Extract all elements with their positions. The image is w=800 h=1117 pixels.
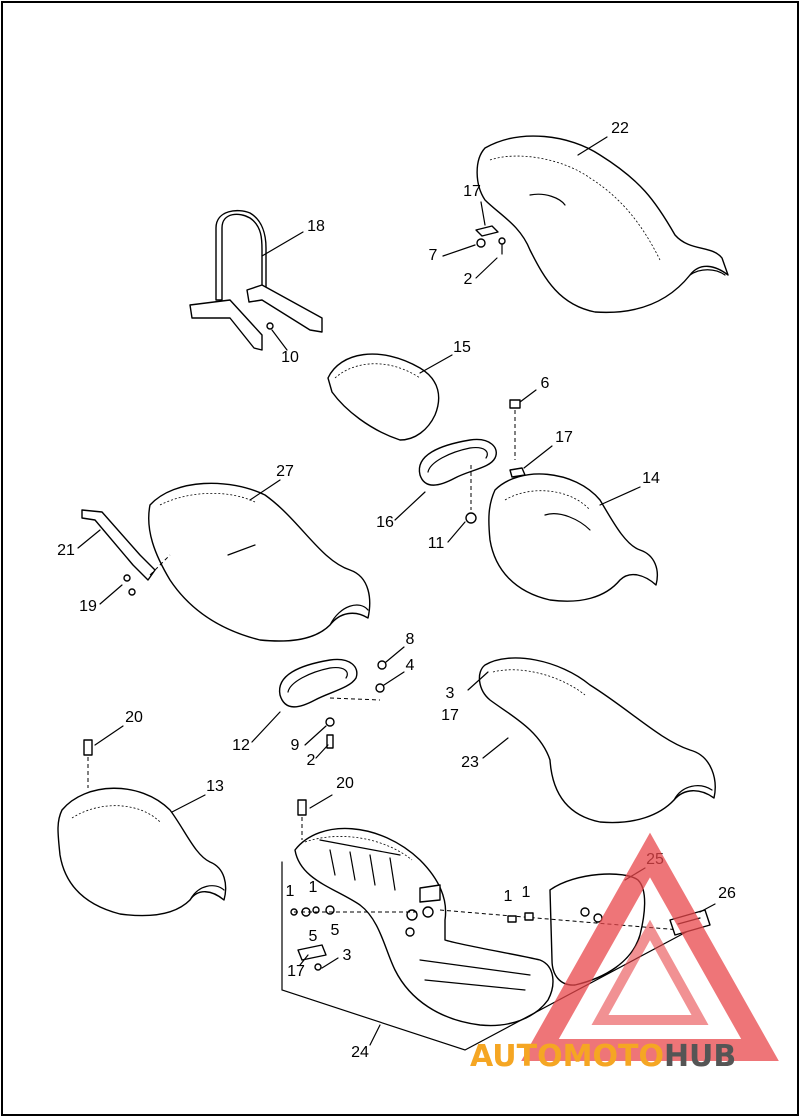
screw-20-center — [297, 799, 307, 816]
callout-20: 20 — [336, 775, 354, 792]
logo-text-hub: HUB — [664, 1039, 736, 1074]
solo-seat-14 — [488, 473, 658, 602]
callout-7: 7 — [429, 247, 438, 264]
fastener-6 — [509, 399, 521, 460]
seat-24 — [294, 827, 554, 1027]
svg-text:AUTOMOTOHUB: AUTOMOTOHUB — [470, 1039, 736, 1074]
bracket-21 — [81, 509, 156, 596]
callout-6: 6 — [541, 375, 550, 392]
callout-9: 9 — [291, 737, 300, 754]
nut-11 — [465, 512, 477, 524]
callout-2: 2 — [307, 752, 316, 769]
callout-1: 1 — [522, 884, 531, 901]
callout-12: 12 — [232, 737, 250, 754]
logo-triangle-outer — [521, 832, 779, 1061]
seat-27 — [148, 482, 371, 642]
screw-2 — [326, 734, 334, 749]
backrest-upright-18 — [189, 210, 323, 351]
callout-26: 26 — [718, 885, 736, 902]
screw-20-left — [83, 739, 93, 756]
seat-22 — [476, 135, 729, 314]
callout-18: 18 — [307, 218, 325, 235]
callout-22: 22 — [611, 120, 629, 137]
callout-5: 5 — [331, 922, 340, 939]
callout-21: 21 — [57, 542, 75, 559]
callout-14: 14 — [642, 470, 660, 487]
logo-triangle-inner — [591, 919, 709, 1025]
callout-13: 13 — [206, 778, 224, 795]
callout-11: 11 — [428, 535, 445, 552]
pillion-15 — [327, 353, 440, 441]
callout-1: 1 — [286, 883, 295, 900]
strap-16 — [418, 438, 497, 486]
callout-1: 1 — [309, 879, 318, 896]
callout-19: 19 — [79, 598, 97, 615]
callout-17: 17 — [287, 963, 305, 980]
nut-8 — [377, 660, 387, 670]
nut-9 — [325, 717, 335, 727]
solo-seat-13 — [57, 787, 227, 917]
bracket-17-top — [475, 225, 506, 255]
logo-text-moto: MOTO — [563, 1039, 664, 1074]
callout-5: 5 — [309, 928, 318, 945]
automotohub-logo: AUTOMOTOHUB — [470, 832, 779, 1074]
callout-8: 8 — [406, 631, 415, 648]
callout-1: 1 — [504, 888, 513, 905]
callout-17: 17 — [555, 429, 573, 446]
callout-23: 23 — [461, 754, 479, 771]
callout-20: 20 — [125, 709, 143, 726]
seat-23 — [478, 657, 716, 824]
callout-24: 24 — [351, 1044, 369, 1061]
bracket-17-bottom — [297, 944, 327, 961]
callout-2: 2 — [464, 271, 473, 288]
callout-10: 10 — [281, 349, 299, 366]
callout-27: 27 — [276, 463, 294, 480]
callout-3: 3 — [343, 947, 352, 964]
logo-text-auto: AUTO — [470, 1039, 563, 1074]
callout-17: 17 — [441, 707, 459, 724]
callout-3: 3 — [446, 685, 455, 702]
callout-16: 16 — [376, 514, 394, 531]
strap-12 — [278, 658, 358, 708]
callout-4: 4 — [406, 657, 415, 674]
washer-4 — [375, 683, 385, 693]
callout-15: 15 — [453, 339, 471, 356]
callout-17: 17 — [463, 183, 481, 200]
